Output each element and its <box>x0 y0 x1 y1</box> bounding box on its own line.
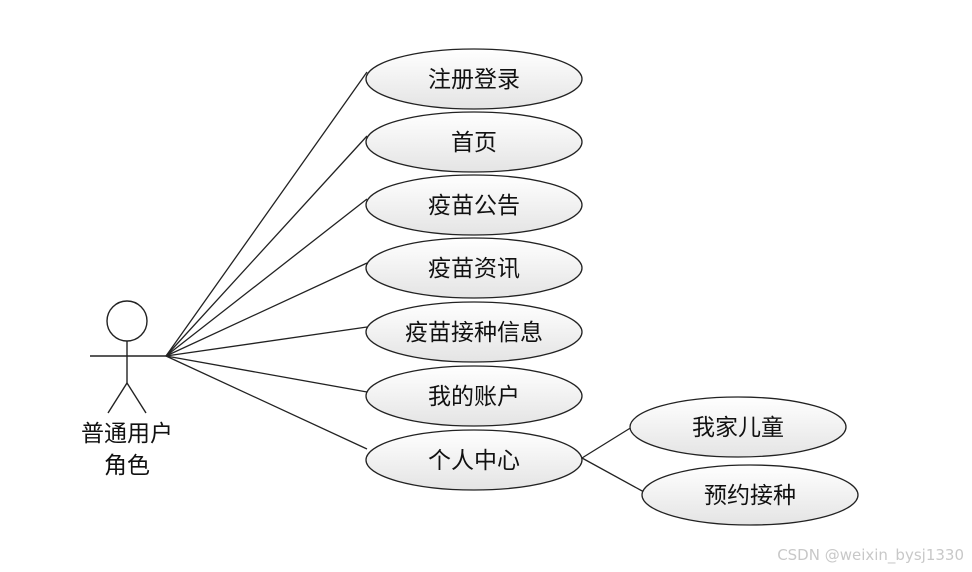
association-line <box>165 326 368 357</box>
use-case-ellipse[interactable] <box>365 429 583 491</box>
use-case-vaccine-notice[interactable]: 疫苗公告 <box>365 174 583 236</box>
watermark-text: CSDN @weixin_bysj1330 <box>777 546 964 565</box>
use-case-label: 我的账户 <box>428 384 520 410</box>
association-line <box>165 135 368 357</box>
use-case-label: 我家儿童 <box>692 415 784 441</box>
use-case-vaccine-news[interactable]: 疫苗资讯 <box>365 237 583 299</box>
actor-figure: 普通用户 角色 <box>81 300 173 479</box>
include-line-my-children <box>581 426 633 459</box>
actor-left-leg <box>107 382 128 414</box>
use-case-personal-center[interactable]: 个人中心 <box>365 429 583 491</box>
use-case-ellipse[interactable] <box>365 48 583 110</box>
use-case-book-vaccination[interactable]: 预约接种 <box>641 464 859 526</box>
association-lines <box>165 71 645 493</box>
actor-right-leg <box>126 382 147 414</box>
use-case-register-login[interactable]: 注册登录 <box>365 48 583 110</box>
use-case-vaccination-info[interactable]: 疫苗接种信息 <box>365 301 583 363</box>
use-case-label: 注册登录 <box>428 67 520 93</box>
use-case-ellipse[interactable] <box>365 301 583 363</box>
use-case-ellipse[interactable] <box>365 174 583 236</box>
actor-head <box>106 300 148 342</box>
use-case-ellipse[interactable] <box>365 365 583 427</box>
association-line <box>165 198 368 357</box>
association-line <box>165 355 368 450</box>
use-case-ellipse[interactable] <box>641 464 859 526</box>
use-case-home[interactable]: 首页 <box>365 111 583 173</box>
use-case-label: 疫苗公告 <box>428 193 520 219</box>
actor-label-line1: 普通用户 <box>81 421 173 447</box>
use-case-label: 疫苗资讯 <box>428 256 520 282</box>
use-case-label: 预约接种 <box>704 483 796 509</box>
include-line-book-vaccination <box>581 457 645 493</box>
use-case-my-children[interactable]: 我家儿童 <box>629 396 847 458</box>
association-line <box>165 262 368 357</box>
association-line <box>165 71 368 357</box>
association-line <box>165 355 368 393</box>
use-case-my-account[interactable]: 我的账户 <box>365 365 583 427</box>
use-case-label: 个人中心 <box>428 448 520 474</box>
actor-label-line2: 角色 <box>104 453 150 479</box>
use-case-ellipse[interactable] <box>629 396 847 458</box>
use-case-ellipse[interactable] <box>365 237 583 299</box>
use-case-label: 首页 <box>451 130 497 156</box>
use-case-ellipse[interactable] <box>365 111 583 173</box>
use-case-label: 疫苗接种信息 <box>405 320 543 346</box>
